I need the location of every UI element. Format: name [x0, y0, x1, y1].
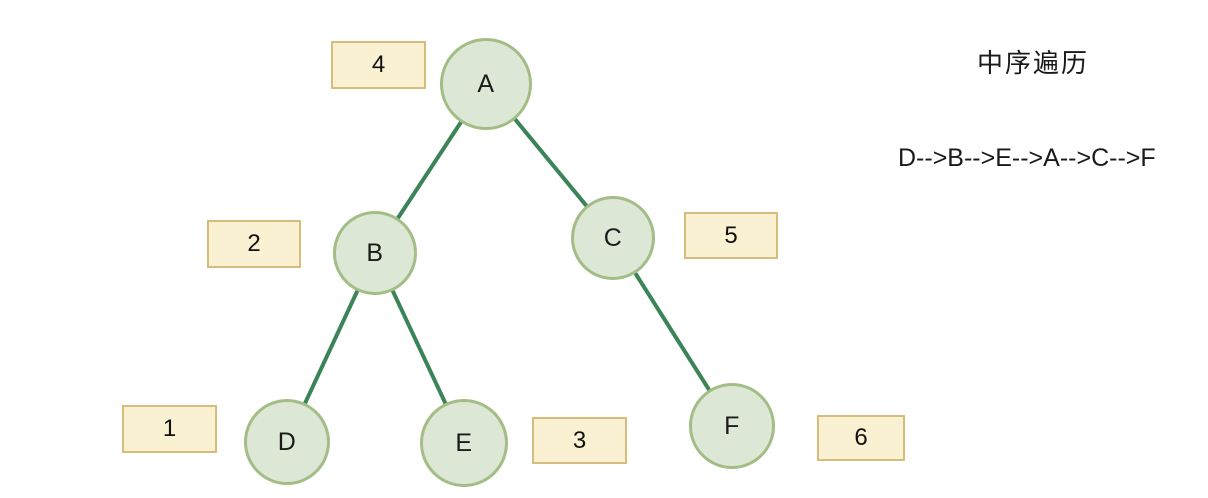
tree-node-b[interactable]: B	[333, 211, 417, 295]
tree-node-f[interactable]: F	[689, 383, 775, 469]
order-box-d: 1	[122, 405, 217, 453]
traversal-title: 中序遍历	[977, 48, 1090, 78]
tree-node-c[interactable]: C	[571, 196, 655, 280]
tree-node-label: F	[724, 411, 740, 440]
tree-node-label: C	[603, 223, 623, 252]
tree-edge-a-c	[510, 114, 591, 211]
order-box-c: 5	[684, 212, 778, 259]
order-box-b: 2	[207, 220, 301, 268]
tree-node-label: E	[455, 428, 473, 457]
order-box-value: 5	[724, 221, 738, 249]
order-box-value: 2	[247, 230, 261, 257]
tree-edge-c-f	[631, 268, 714, 396]
order-box-f: 6	[817, 415, 905, 461]
tree-node-a[interactable]: A	[440, 38, 532, 130]
order-box-value: 4	[371, 51, 386, 78]
order-box-e: 3	[532, 417, 627, 464]
order-box-value: 1	[162, 415, 177, 442]
tree-node-e[interactable]: E	[420, 399, 508, 487]
traversal-sequence: D-->B-->E-->A-->C-->F	[898, 144, 1156, 172]
tree-edge-b-e	[389, 285, 450, 409]
order-box-value: 3	[572, 426, 587, 454]
order-box-a: 4	[331, 41, 426, 89]
tree-node-label: A	[477, 69, 495, 98]
tree-node-d[interactable]: D	[244, 399, 330, 485]
tree-edge-a-b	[393, 117, 465, 224]
order-box-value: 6	[854, 424, 868, 451]
tree-node-label: B	[366, 238, 384, 267]
tree-node-label: D	[277, 427, 297, 456]
tree-edge-b-d	[301, 285, 361, 409]
